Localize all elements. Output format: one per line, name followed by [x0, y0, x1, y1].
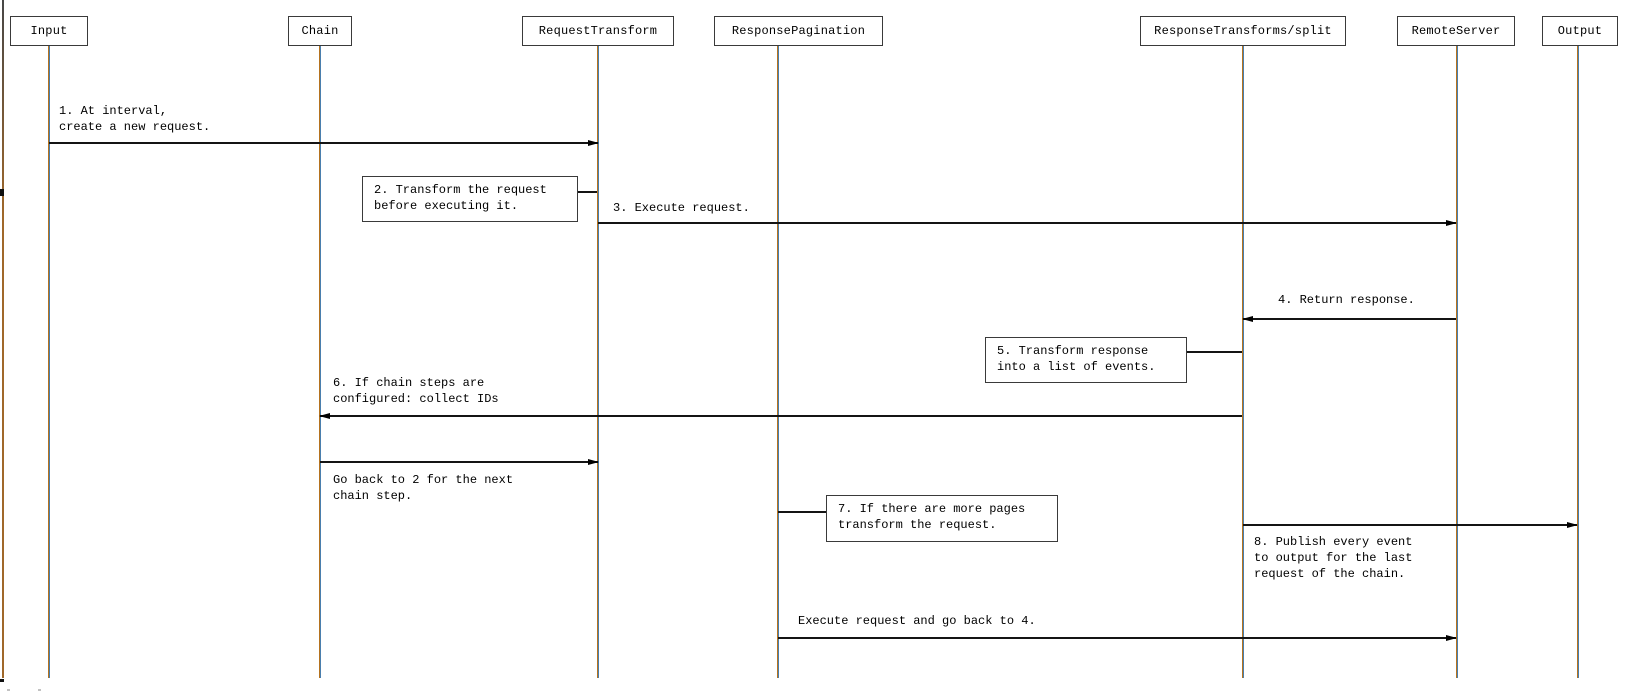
message-label-execute-go-back-4: Execute request and go back to 4.: [798, 614, 1036, 628]
message-label-4: 4. Return response.: [1278, 293, 1415, 307]
note-7: 7. If there are more pages transform the…: [826, 495, 1058, 542]
note-2: 2. Transform the request before executin…: [362, 176, 578, 222]
actor-label-output: Output: [1557, 24, 1603, 38]
lifeline-chain: [319, 46, 321, 678]
actor-label-chain: Chain: [301, 24, 339, 38]
actor-box-request-transform: RequestTransform: [522, 16, 674, 46]
arrowhead-right: [1567, 521, 1578, 528]
message-label-6: 6. If chain steps are configured: collec…: [333, 376, 499, 406]
message-arrow-1: [49, 139, 599, 146]
message-arrow-go-back-2: [320, 458, 599, 465]
arrowhead-left: [1242, 315, 1253, 322]
arrowhead-right: [1446, 219, 1457, 226]
actor-box-output: Output: [1542, 16, 1618, 46]
actor-label-remote-server: RemoteServer: [1411, 24, 1501, 38]
message-label-go-back-2: Go back to 2 for the next chain step.: [333, 473, 514, 503]
actor-label-request-transform: RequestTransform: [538, 24, 658, 38]
actor-box-response-transforms-split: ResponseTransforms/split: [1140, 16, 1346, 46]
message-label-8: 8. Publish every event to output for the…: [1254, 535, 1413, 581]
actor-box-response-pagination: ResponsePagination: [714, 16, 883, 46]
bottom-artifact-dot: [7, 689, 10, 691]
message-arrow-6: [319, 412, 1242, 419]
actor-box-input: Input: [10, 16, 88, 46]
lifeline-input: [48, 46, 50, 678]
actor-label-input: Input: [30, 24, 68, 38]
left-frame-line: [2, 0, 4, 678]
note-7-connector: [778, 511, 826, 513]
lifeline-request-transform: [597, 46, 599, 678]
arrowhead-right: [588, 458, 599, 465]
lifeline-response-transforms-split: [1242, 46, 1244, 678]
arrowhead-right: [1446, 634, 1457, 641]
message-arrow-execute-go-back-4: [778, 634, 1457, 641]
bottom-left-dash: [0, 679, 4, 682]
note-5-connector: [1186, 351, 1242, 353]
actor-box-chain: Chain: [288, 16, 352, 46]
bottom-artifact-dot: [38, 689, 41, 691]
actor-box-remote-server: RemoteServer: [1397, 16, 1515, 46]
message-arrow-8: [1243, 521, 1578, 528]
message-arrow-4: [1242, 315, 1456, 322]
left-edge-notch: [0, 189, 4, 196]
message-label-1: 1. At interval, create a new request.: [59, 104, 211, 134]
message-arrow-3: [598, 219, 1457, 226]
lifeline-response-pagination: [777, 46, 779, 678]
lifeline-remote-server: [1456, 46, 1458, 678]
arrowhead-right: [588, 139, 599, 146]
note-5: 5. Transform response into a list of eve…: [985, 337, 1187, 383]
arrowhead-left: [319, 412, 330, 419]
actor-label-response-transforms-split: ResponseTransforms/split: [1154, 24, 1332, 38]
lifeline-output: [1577, 46, 1579, 678]
actor-label-response-pagination: ResponsePagination: [731, 24, 866, 38]
message-label-3: 3. Execute request.: [613, 201, 750, 215]
note-2-connector: [578, 191, 597, 193]
